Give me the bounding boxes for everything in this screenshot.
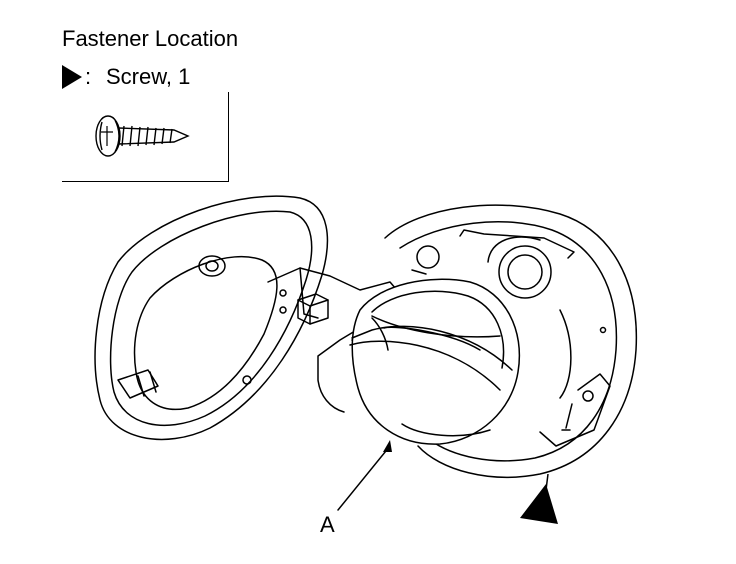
- screw-location-marker-icon: [520, 474, 558, 524]
- legend-frame-bottom: [62, 181, 229, 182]
- legend-item-colon: :: [85, 64, 92, 89]
- legend-frame-right: [228, 92, 229, 182]
- fuel-fill-door: [94, 195, 329, 441]
- fuel-filler-cap: [349, 278, 521, 445]
- triangle-marker-icon: [62, 65, 82, 89]
- callout-a-leader: [337, 440, 392, 511]
- legend-title: Fastener Location: [62, 26, 239, 51]
- filler-housing: [384, 204, 638, 478]
- legend-item-label: Screw, 1: [106, 64, 191, 89]
- callout-label-a: A: [320, 512, 335, 537]
- fastener-legend: Fastener Location : Screw, 1: [0, 0, 736, 190]
- screw-icon: [95, 115, 190, 157]
